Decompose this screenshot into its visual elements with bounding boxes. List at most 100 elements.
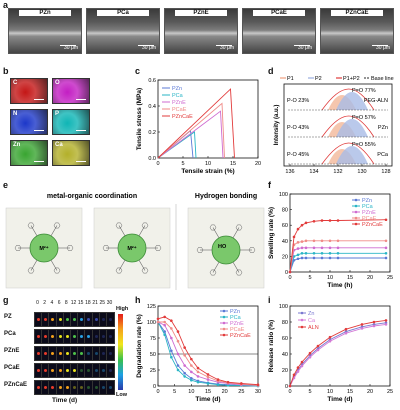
y-axis-label: Tensile stress (MPa) — [136, 88, 143, 150]
data-point-ALN — [328, 335, 332, 339]
day-label: 25 — [99, 300, 106, 306]
fluorescence-spot — [37, 352, 40, 355]
x-tick-label: 10 — [327, 275, 333, 281]
x-axis-label: Time (d) — [327, 396, 352, 403]
data-point-PZnE — [163, 323, 166, 327]
ligand-ring — [102, 245, 110, 251]
hydroxyl-label: HO — [218, 244, 227, 250]
fluorescence-cell — [106, 329, 115, 344]
data-point-PZn — [176, 364, 180, 367]
data-point-PZnCaE — [163, 315, 166, 319]
scale-bar — [138, 45, 154, 46]
row-label: PZnE — [4, 348, 20, 354]
ligand-ring — [209, 269, 217, 276]
day-label: 21 — [92, 300, 98, 306]
fluorescence-cell — [106, 363, 115, 378]
data-point-Ca — [372, 324, 376, 328]
data-point-PCa — [312, 251, 316, 255]
data-point-PCaE — [384, 239, 388, 243]
scale-bar — [294, 45, 310, 46]
data-point-PZnCaE — [216, 378, 220, 381]
metal-ion-label: M²⁺ — [127, 245, 136, 252]
fluorescence-spot — [80, 352, 84, 355]
x-tick-label: 5 — [308, 275, 311, 281]
peak-label-left: P-O 43% — [287, 125, 309, 131]
legend-entry: PZn — [362, 198, 372, 204]
data-point-PCaE — [196, 370, 200, 374]
data-point-PZnCaE — [183, 346, 186, 349]
data-point-PZnE — [312, 246, 316, 250]
y-tick-label: 0.2 — [148, 130, 156, 136]
y-tick-label: 25 — [150, 368, 156, 374]
y-tick-label: 80 — [282, 320, 288, 326]
fluorescence-spot — [94, 335, 98, 338]
data-point-ALN — [300, 360, 304, 364]
element-label: N — [13, 111, 18, 117]
data-point-PCaE — [300, 240, 304, 243]
x-tick-label: 20 — [367, 275, 373, 281]
data-point-ALN — [316, 344, 320, 348]
x-tick-label: 134 — [309, 169, 318, 175]
fluorescence-spot — [51, 386, 55, 389]
data-point-PZnCaE — [256, 383, 260, 387]
bond-line — [212, 261, 220, 273]
legend-entry: Ca — [308, 318, 316, 324]
scale-bar — [76, 130, 86, 131]
legend-entry: P2 — [315, 76, 322, 82]
data-point-PZn — [320, 256, 324, 260]
plot-frame — [289, 305, 391, 387]
x-tick-label: 15 — [230, 161, 236, 167]
peak-label-left: P-O 45% — [287, 152, 309, 158]
data-point-PCa — [226, 384, 230, 387]
panel-label-i: i — [268, 295, 271, 305]
fluorescence-spot — [87, 335, 91, 338]
fluorescence-spot — [65, 352, 69, 355]
sem-title: PCaE — [253, 10, 305, 16]
data-point-PZn — [183, 371, 186, 375]
data-point-ALN — [360, 323, 364, 326]
panel-label-f: f — [268, 180, 271, 190]
fluorescence-spot — [51, 318, 55, 321]
scale-bar — [34, 130, 44, 131]
data-point-PCaE — [170, 327, 173, 330]
fluorescence-cell — [106, 346, 115, 361]
x-tick-label: 5 — [181, 161, 184, 167]
fluorescence-cell — [106, 380, 115, 395]
data-point-PCaE — [176, 339, 180, 343]
row-label: PCaE — [4, 365, 20, 371]
ligand-ring — [154, 245, 162, 251]
data-point-PCaE — [320, 239, 324, 243]
x-tick-label: 0 — [288, 275, 291, 281]
element-label: Ca — [55, 142, 63, 148]
data-point-Ca — [360, 327, 364, 330]
x-tick-label: 25 — [387, 275, 393, 281]
legend-marker — [354, 216, 358, 220]
ligand-ring — [53, 267, 61, 274]
data-point-PZnCaE — [240, 382, 243, 385]
sem-image-pzn: PZn 30 μm — [8, 8, 82, 54]
ligand-ring — [141, 267, 149, 274]
y-tick-label: 0 — [153, 384, 156, 390]
y-tick-label: 80 — [282, 208, 288, 214]
legend-entry: PZnCaE — [362, 222, 383, 228]
eds-map-zn: Zn — [10, 140, 48, 166]
data-point-PZnCaE — [288, 270, 292, 274]
scale-label: 30 μm — [376, 45, 390, 51]
y-tick-label: 125 — [147, 304, 156, 310]
series-line-PZn — [157, 321, 259, 387]
data-point-PZn — [328, 256, 332, 260]
fluorescence-spot — [109, 369, 112, 372]
day-label: 6 — [57, 300, 61, 306]
fluorescence-spot — [37, 335, 40, 338]
data-point-PCa — [216, 383, 220, 387]
data-point-PZnCaE — [170, 319, 173, 323]
fluorescence-spot — [94, 386, 98, 389]
legend-marker — [354, 222, 358, 226]
sample-label: PCa — [377, 152, 389, 158]
fluorescence-spot — [101, 335, 105, 338]
x-tick-label: 20 — [367, 389, 373, 395]
scale-bar — [76, 161, 86, 162]
